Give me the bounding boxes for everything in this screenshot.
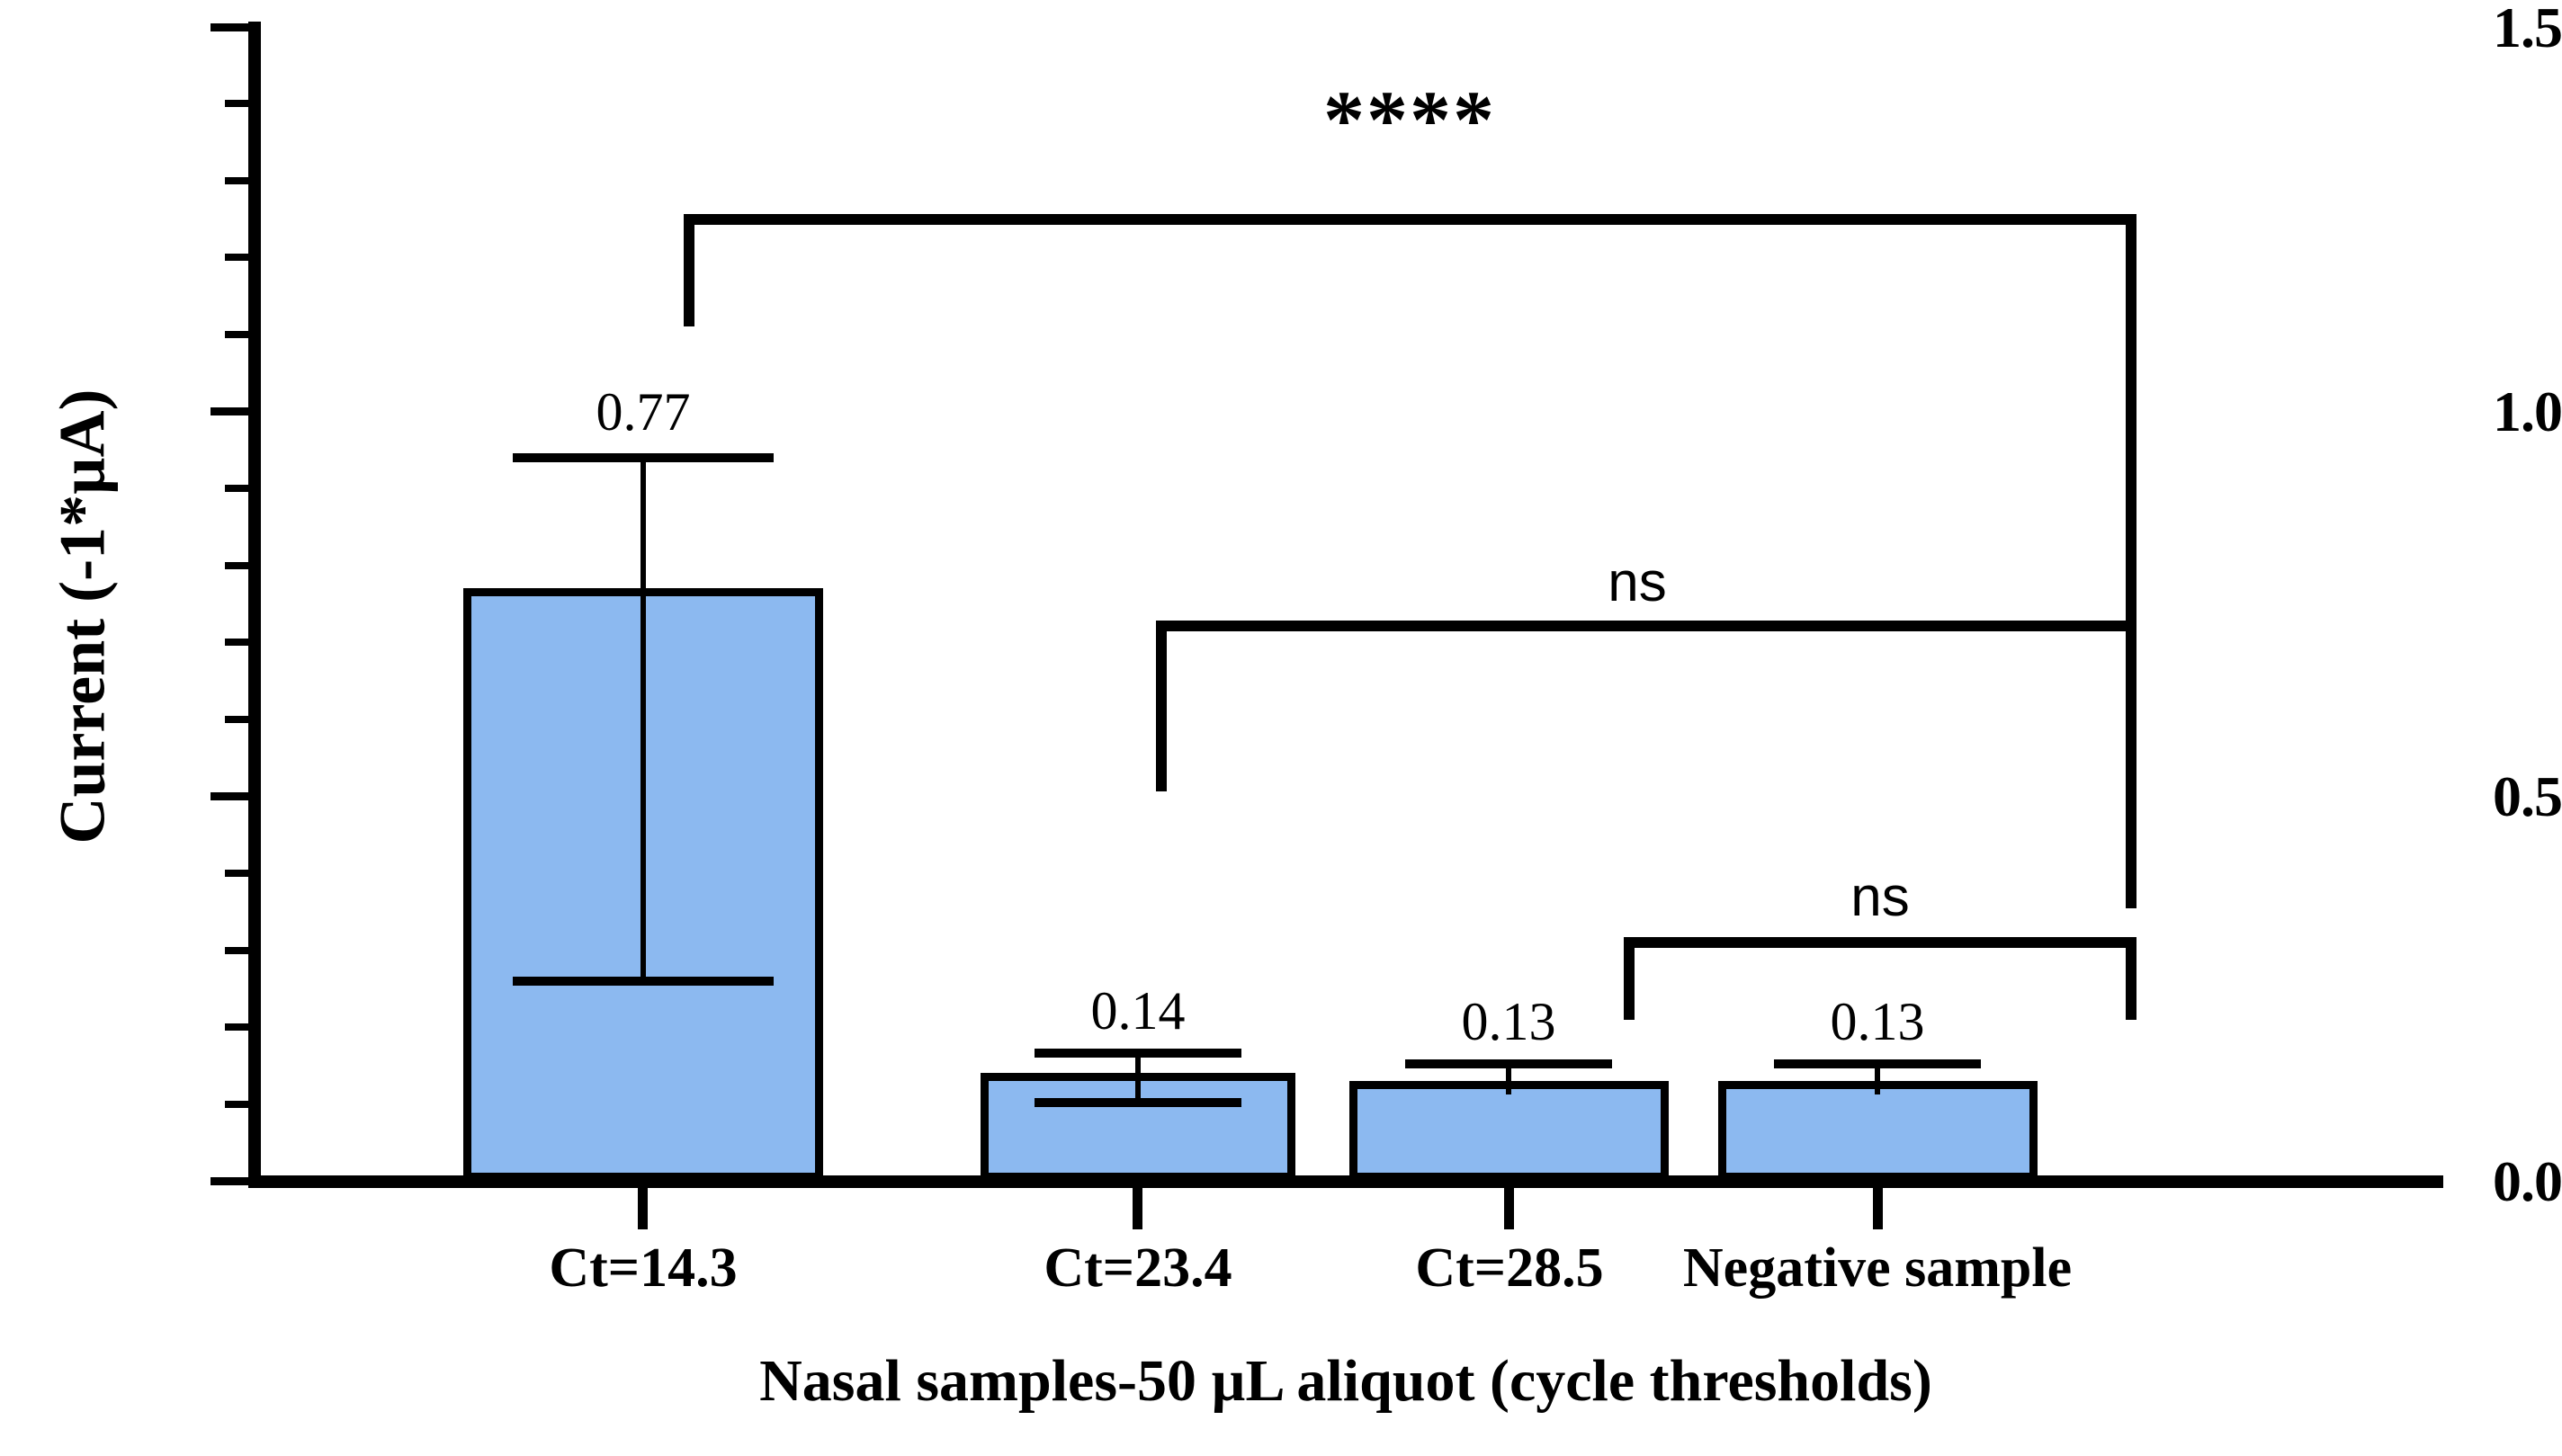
x-tick-label-2: Ct=28.5: [1415, 1237, 1604, 1299]
bar-value-label-1: 0.14: [1090, 981, 1186, 1041]
error-bar-stem-4: [1875, 1064, 1880, 1094]
y-minor-tick: [225, 562, 248, 569]
y-major-tick-0: [211, 1177, 248, 1185]
y-tick-label-2: 1.0: [2493, 380, 2562, 443]
bar-value-label-3: 0.13: [1830, 992, 1925, 1051]
y-major-tick-1: [211, 792, 248, 800]
error-bar-cap-lower-2: [1035, 1098, 1241, 1107]
y-minor-tick: [225, 716, 248, 723]
error-bar-cap-upper-3: [1405, 1059, 1612, 1068]
significance-bracket-1-top: [684, 214, 2136, 225]
bar-value-label-2: 0.13: [1461, 992, 1556, 1051]
significance-bracket-2-left-arm: [1156, 621, 1167, 791]
significance-bracket-3-left-arm: [1624, 937, 1635, 1020]
bar-negative-sample[interactable]: [1718, 1081, 2038, 1181]
bar-ct-28-5[interactable]: [1349, 1081, 1669, 1181]
significance-bracket-3-top: [1624, 937, 2136, 948]
y-tick-label-1: 0.5: [2493, 764, 2562, 828]
x-tick-label-3: Negative sample: [1682, 1237, 2073, 1299]
y-minor-tick: [225, 1023, 248, 1031]
y-minor-tick: [225, 485, 248, 492]
y-tick-label-3: 1.5: [2493, 0, 2562, 59]
significance-label-1: ****: [1323, 74, 1496, 165]
x-tick-2: [1504, 1188, 1514, 1229]
significance-bracket-1-left-arm: [684, 214, 694, 326]
error-bar-stem-1: [640, 458, 646, 981]
y-minor-tick: [225, 100, 248, 107]
x-tick-label-1: Ct=23.4: [1044, 1237, 1232, 1299]
error-bar-cap-upper-1: [513, 453, 774, 462]
y-axis-title: Current (-1*µA): [46, 389, 119, 844]
error-bar-cap-upper-4: [1774, 1059, 1981, 1068]
x-tick-0: [638, 1188, 648, 1229]
y-minor-tick: [225, 177, 248, 184]
significance-label-3: ns: [1850, 866, 1910, 928]
y-axis-line: [248, 22, 261, 1186]
significance-bracket-3-right-arm: [2126, 937, 2136, 1020]
y-major-tick-2: [211, 407, 248, 415]
significance-bracket-1-right-arm: [2126, 214, 2136, 641]
y-major-tick-3: [211, 23, 248, 31]
error-bar-cap-upper-2: [1035, 1049, 1241, 1058]
y-tick-label-0: 0.0: [2493, 1149, 2562, 1213]
x-tick-label-0: Ct=14.3: [549, 1237, 738, 1299]
y-minor-tick: [225, 639, 248, 646]
y-minor-tick: [225, 331, 248, 338]
y-minor-tick: [225, 254, 248, 261]
y-minor-tick: [225, 870, 248, 877]
error-bar-stem-3: [1506, 1064, 1511, 1094]
x-tick-3: [1873, 1188, 1883, 1229]
significance-bracket-2-right-arm: [2126, 621, 2136, 908]
x-tick-1: [1133, 1188, 1142, 1229]
significance-label-2: ns: [1608, 551, 1667, 613]
error-bar-stem-2: [1135, 1053, 1141, 1103]
y-minor-tick: [225, 1101, 248, 1108]
error-bar-cap-lower-1: [513, 977, 774, 986]
y-minor-tick: [225, 947, 248, 954]
bar-value-label-0: 0.77: [596, 382, 691, 442]
x-axis-title: Nasal samples-50 µL aliquot (cycle thres…: [759, 1348, 1932, 1414]
significance-bracket-2-top: [1156, 621, 2136, 631]
